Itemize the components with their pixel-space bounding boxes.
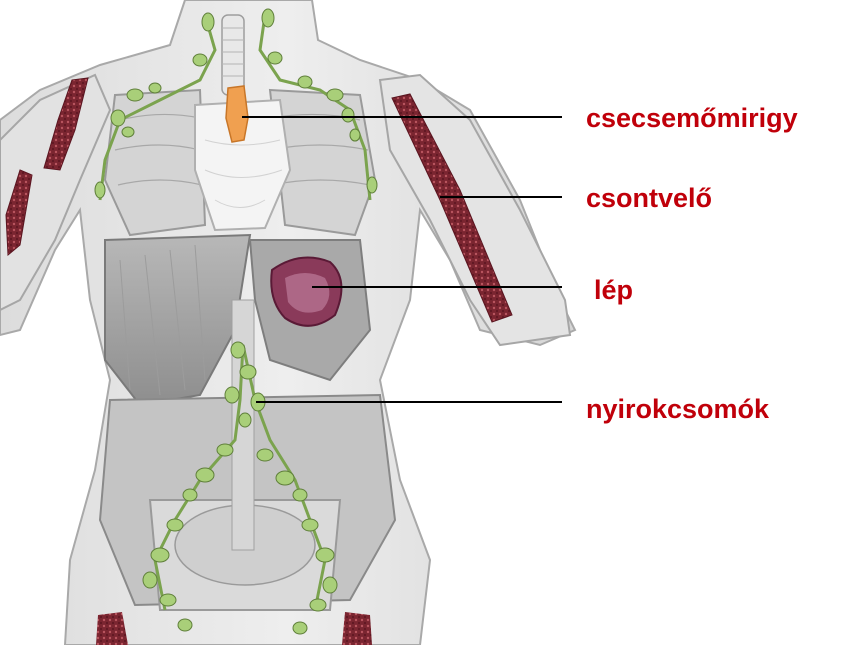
label-thymus: csecsemőmirigy [586, 105, 798, 132]
thymus [226, 86, 248, 142]
trachea [222, 15, 244, 95]
label-lymph-nodes: nyirokcsomók [586, 396, 769, 423]
label-bone-marrow: csontvelő [586, 185, 712, 212]
label-spleen: lép [594, 277, 633, 304]
right-femur-marrow [342, 612, 372, 645]
